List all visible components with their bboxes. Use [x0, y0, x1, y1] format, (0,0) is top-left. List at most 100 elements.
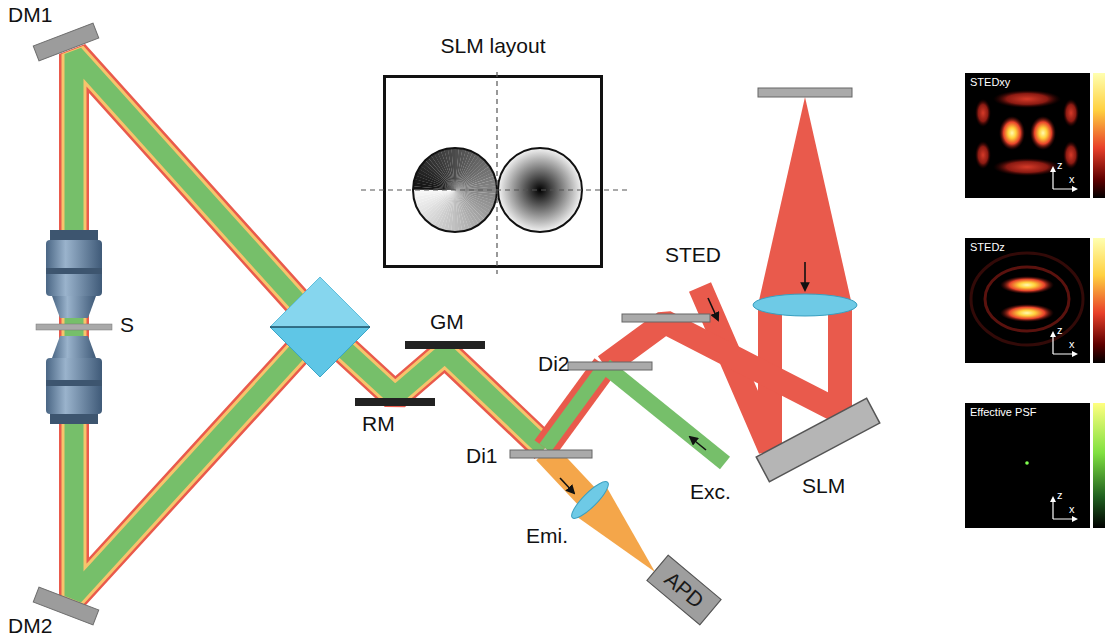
- phase-wedge: [455, 190, 459, 232]
- intensity-lobe: [975, 99, 991, 127]
- part-label: RM: [362, 412, 395, 435]
- phase-wedge: [448, 148, 455, 190]
- detector-label: APD: [660, 567, 709, 613]
- direction-arrow: [560, 262, 805, 493]
- axis-label: z: [1057, 159, 1063, 172]
- part-label: GM: [430, 310, 464, 333]
- axis-label: z: [1057, 324, 1063, 337]
- part-label: Emi.: [526, 524, 568, 547]
- side-ring: [971, 253, 1083, 345]
- phase-wedge: [413, 190, 455, 197]
- combined-beam: [320, 327, 545, 448]
- axis-label: x: [1069, 338, 1075, 350]
- part-label: Exc.: [690, 480, 731, 503]
- part-label-slot: RM: [362, 412, 395, 436]
- part-label: Di2: [538, 352, 570, 375]
- mirror: [568, 362, 652, 370]
- beam-splitter: [270, 277, 370, 327]
- lens: [753, 294, 857, 316]
- axis-label: z: [1057, 324, 1063, 336]
- axis-label: x: [1069, 338, 1075, 351]
- objective-lens: [52, 296, 96, 318]
- image-ground: [965, 238, 1090, 363]
- part-label: SLM: [802, 474, 845, 497]
- objective-lens: [46, 358, 102, 414]
- text-slot: SLM layout: [386, 34, 600, 58]
- sted-beam: [758, 97, 852, 305]
- part-label-slot: Exc.: [690, 480, 731, 504]
- detector-box: APD: [646, 554, 721, 625]
- axis-label: z: [1057, 489, 1063, 502]
- part-label-slot: S: [120, 313, 134, 337]
- part-label: S: [120, 313, 134, 336]
- phase-wedge: [455, 179, 496, 190]
- phase-wedge: [455, 183, 497, 190]
- objective-lens: [46, 240, 102, 296]
- sted-exc-beam: [605, 366, 725, 463]
- phase-wedge: [444, 149, 455, 190]
- image-ground: [965, 73, 1090, 198]
- axis-head: [1050, 496, 1078, 522]
- inset-title: STEDz: [970, 241, 1005, 253]
- part-label: Di1: [466, 444, 498, 467]
- combined-beam: [320, 327, 545, 448]
- intensity-lobe: [1030, 116, 1056, 150]
- part-label-slot: GM: [430, 310, 464, 334]
- phase-wedge: [414, 190, 455, 201]
- mirror: [405, 341, 485, 349]
- colorbar: [1093, 73, 1105, 198]
- part-label-slot: Emi.: [526, 524, 568, 548]
- combined-beam: [320, 327, 545, 448]
- mirror: [758, 88, 852, 97]
- objective-lens: [50, 230, 98, 240]
- psf-spot: [1025, 461, 1029, 465]
- slm-device: [756, 398, 880, 481]
- axis-arrows: [1050, 331, 1078, 357]
- inset-title: STEDz: [970, 241, 1005, 254]
- emission-beam: [545, 452, 590, 500]
- lens: [567, 294, 857, 523]
- colorbar: [1093, 238, 1105, 363]
- emission-beam: [545, 452, 655, 572]
- sample-slide: [36, 324, 112, 330]
- direction-arrow: [560, 478, 574, 493]
- axis-label: z: [1057, 159, 1063, 171]
- objective-lens: [50, 414, 98, 424]
- axis-head: [1050, 331, 1078, 357]
- axis-label: x: [1069, 503, 1075, 515]
- objective-lens: [52, 336, 96, 358]
- objective-lens: [46, 380, 102, 386]
- colorbar: [1093, 73, 1105, 528]
- direction-arrow: [804, 262, 806, 290]
- intensity-lobe: [1063, 141, 1079, 169]
- part-label-slot: Di1: [466, 444, 498, 468]
- text-slot: APD: [648, 556, 721, 624]
- part-label: DM2: [8, 614, 52, 637]
- sted-exc-beam: [545, 366, 605, 448]
- side-ring: [985, 267, 1069, 331]
- intensity-lobe: [993, 90, 1061, 108]
- axis-arrows: [1050, 496, 1078, 522]
- inset-title: STEDxy: [970, 76, 1010, 89]
- part-label-slot: Di2: [538, 352, 570, 376]
- part-label-slot: STED: [665, 243, 721, 267]
- intensity-lobe: [1063, 99, 1079, 127]
- intensity-lobe: [999, 116, 1025, 150]
- axis-label: x: [1069, 173, 1075, 186]
- inset-title: Effective PSF: [970, 406, 1036, 419]
- objective-lens: [46, 268, 102, 274]
- image-ground: [965, 403, 1090, 528]
- phase-wedge: [451, 148, 455, 190]
- part-label: DM1: [8, 3, 52, 26]
- axis-label: x: [1069, 173, 1075, 185]
- sted-exc-beam: [545, 366, 605, 448]
- inset-title: Effective PSF: [970, 406, 1036, 418]
- lens: [567, 477, 612, 522]
- mirror: [33, 23, 98, 61]
- mirror: [622, 314, 710, 322]
- axis-head: [1050, 166, 1078, 192]
- direction-arrow: [708, 298, 718, 320]
- beam-splitter: [270, 326, 370, 328]
- psf-inset: STEDxy zx: [965, 73, 1090, 198]
